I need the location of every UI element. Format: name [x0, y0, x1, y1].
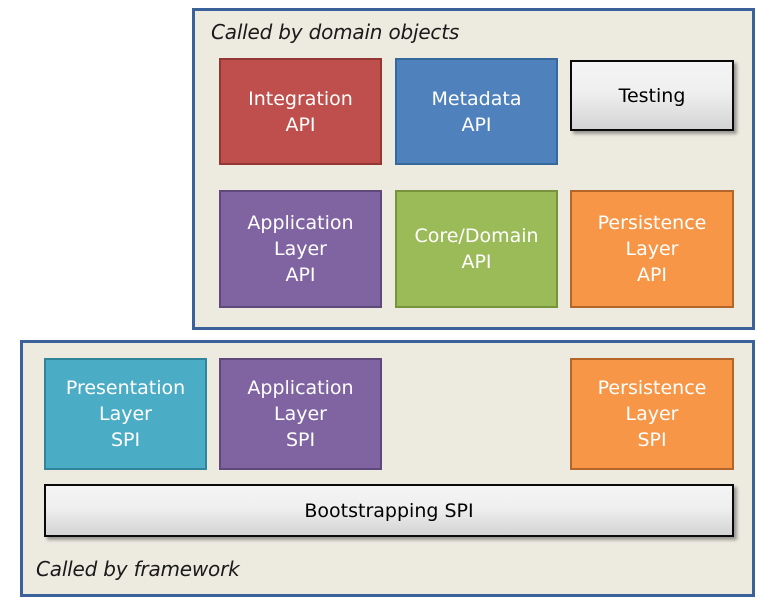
block-testing[interactable]: Testing [570, 60, 734, 131]
block-line-1: Application [247, 212, 354, 234]
panel-caption-domain-objects: Called by domain objects [211, 20, 460, 44]
block-line-2: API [461, 251, 492, 273]
block-line-2: Layer [274, 403, 327, 425]
panel-caption-framework: Called by framework [36, 557, 240, 581]
block-line-1: Integration [248, 87, 353, 110]
block-line-1: Persistence [597, 212, 707, 234]
block-bootstrapping-spi[interactable]: Bootstrapping SPI [44, 484, 734, 537]
block-line-1: Application [247, 377, 354, 399]
block-line-2: Layer [625, 403, 679, 425]
block-line-3: API [285, 264, 316, 286]
block-line-2: Layer [274, 238, 327, 260]
block-core-domain-api[interactable]: Core/Domain API [395, 190, 558, 308]
block-line-2: API [285, 113, 316, 136]
block-line-1: Bootstrapping SPI [304, 499, 474, 522]
block-line-2: Layer [625, 238, 679, 260]
block-line-3: API [636, 264, 668, 286]
block-persistence-layer-api[interactable]: Persistence Layer API [570, 190, 734, 308]
block-line-1: Presentation [65, 377, 186, 399]
block-line-2: API [461, 113, 492, 136]
block-line-1: Persistence [597, 377, 707, 399]
block-application-layer-spi[interactable]: Application Layer SPI [219, 358, 382, 470]
block-metadata-api[interactable]: Metadata API [395, 58, 558, 165]
block-presentation-layer-spi[interactable]: Presentation Layer SPI [44, 358, 207, 470]
block-integration-api[interactable]: Integration API [219, 58, 382, 165]
block-line-3: SPI [285, 429, 316, 451]
block-line-3: SPI [637, 429, 667, 451]
block-application-layer-api[interactable]: Application Layer API [219, 190, 382, 308]
block-line-1: Testing [618, 84, 686, 107]
block-line-1: Metadata [431, 87, 522, 110]
block-line-1: Core/Domain [414, 225, 539, 247]
block-persistence-layer-spi[interactable]: Persistence Layer SPI [570, 358, 734, 470]
block-line-2: Layer [99, 403, 152, 425]
block-line-3: SPI [110, 429, 141, 451]
